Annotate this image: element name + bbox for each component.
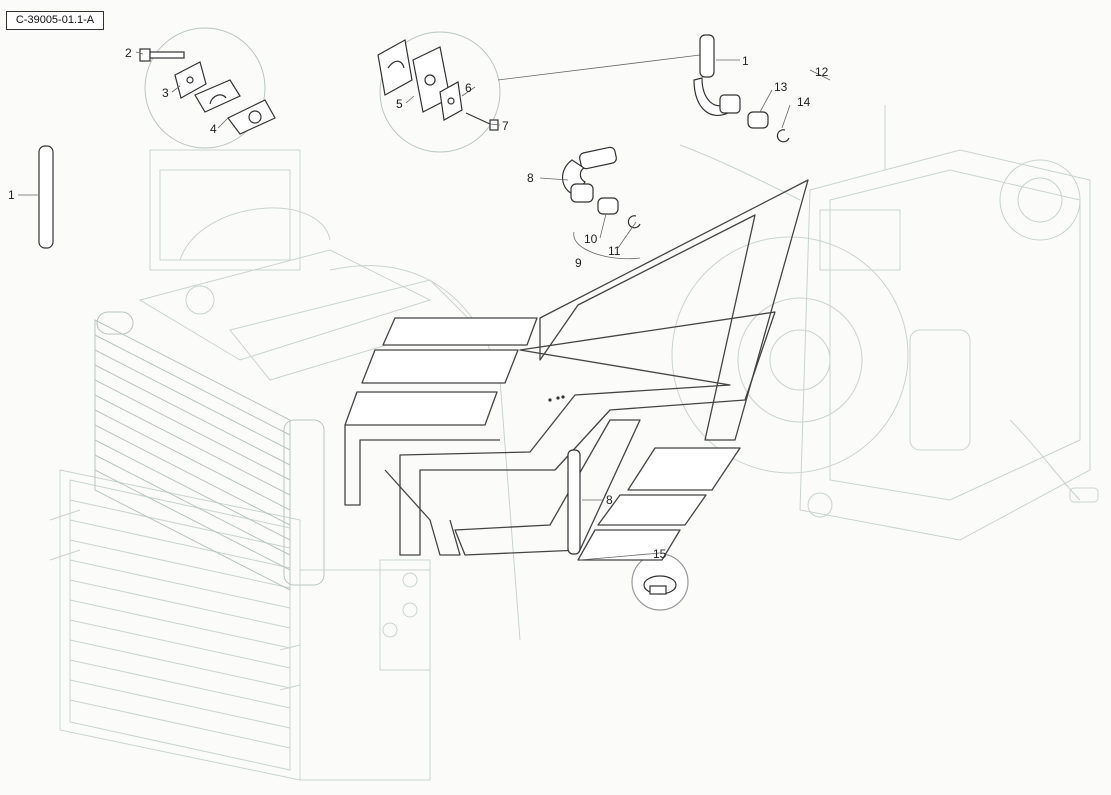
callout-1: 1: [8, 188, 15, 202]
callout-4: 4: [210, 122, 217, 136]
detail-bubble-hose-clamp: [631, 553, 689, 611]
callout-5: 5: [396, 97, 403, 111]
callout-14: 14: [797, 95, 811, 109]
callout-6: 6: [465, 81, 472, 95]
clamp-half-part-5: [377, 39, 451, 113]
o-ring-part-11: [627, 215, 641, 229]
callout-2: 2: [125, 46, 132, 60]
hose-part-1-bent: [693, 34, 741, 117]
fitting-part-10: [597, 197, 619, 215]
callout-10: 10: [584, 232, 598, 246]
callout-11: 11: [608, 244, 621, 258]
o-ring-part-14: [776, 129, 790, 143]
plate-part-6: [439, 81, 463, 121]
detail-bubble-clamp-left: [144, 27, 266, 149]
bolt-part-2: [139, 48, 185, 62]
callout-3: 3: [162, 86, 169, 100]
callout-12: 12: [815, 65, 829, 79]
callout-8: 8: [527, 171, 534, 185]
bolt-part-7: [465, 112, 499, 131]
callout-7: 7: [502, 119, 509, 133]
callout-9: 9: [575, 256, 582, 270]
callout-13: 13: [774, 80, 788, 94]
detail-bubble-clamp-center: [379, 31, 701, 153]
callout-8: 8: [606, 493, 613, 507]
transmission-ghost: [671, 105, 1099, 541]
radiator-assembly-ghost: [49, 149, 521, 781]
plate-part-3: [174, 61, 207, 99]
fitting-part-13: [747, 111, 769, 129]
leader-lines: [18, 51, 831, 561]
oil-pipe-routing: [344, 179, 809, 561]
callout-1: 1: [742, 54, 749, 68]
callout-labels: 1 2 3 4 1 5 6 7 1 12 13 14 8 10 11 9 8 1…: [8, 46, 829, 561]
hose-part-8-elbow: [562, 146, 617, 203]
diagram-reference-code: C-39005-01.1-A: [6, 11, 104, 30]
clamp-half-part-4: [194, 79, 276, 135]
hose-part-1-straight: [38, 145, 54, 249]
callout-15: 15: [653, 547, 667, 561]
